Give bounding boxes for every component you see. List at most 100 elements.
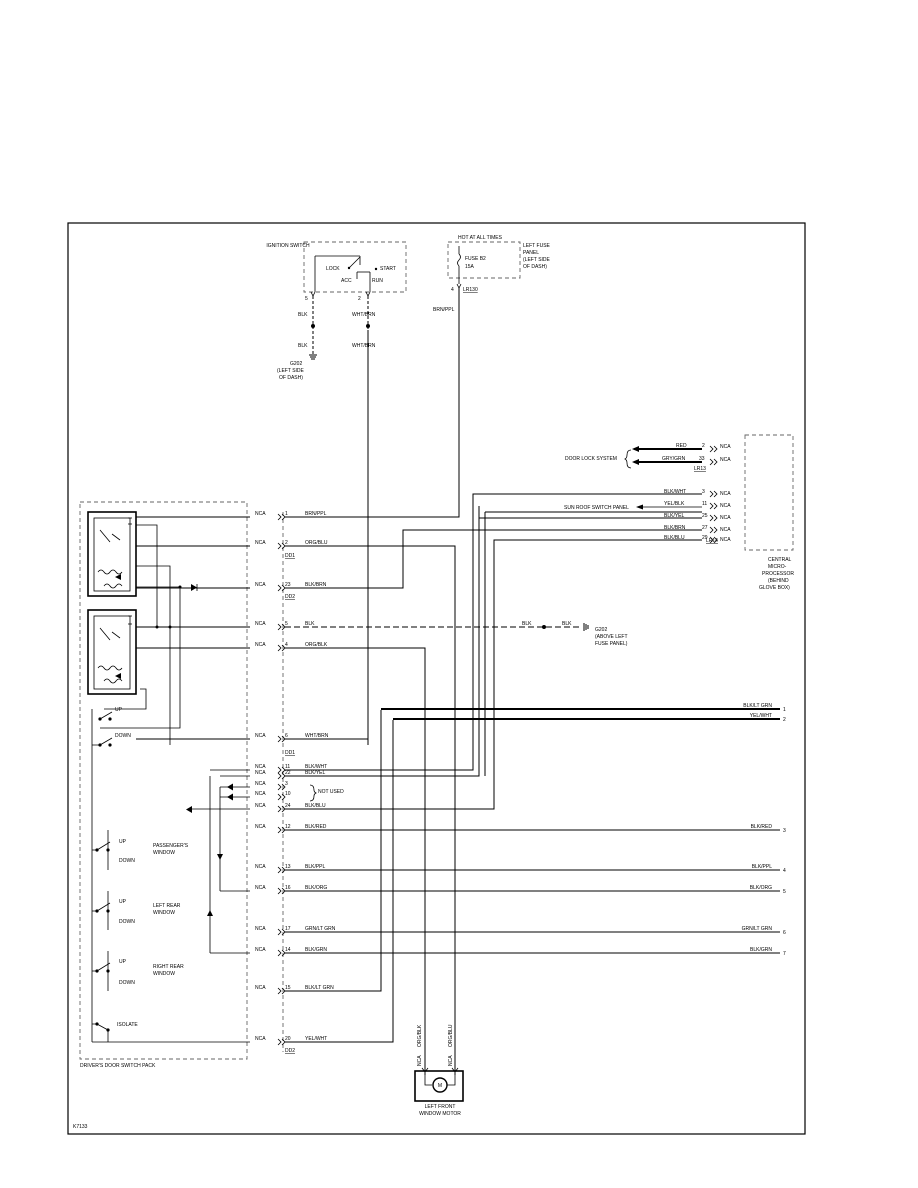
switch-pin-conn: NCA [255, 926, 266, 932]
g202-above-2: (ABOVE LEFT [595, 634, 628, 640]
switch-pin-wire: WHT/BRN [305, 733, 329, 739]
switch-pin-conn: NCA [255, 985, 266, 991]
hot-at-all-times-label: HOT AT ALL TIMES [458, 235, 503, 241]
cmp-row-conn: NCA [720, 491, 731, 497]
cmp-label-4: (BEHIND [768, 578, 789, 584]
switch-pin-wire: BLK [305, 621, 315, 627]
cmp-label-5: GLOVE BOX) [759, 585, 790, 591]
switch-pin-connector-icon [277, 928, 286, 936]
left-rear-window-label-1: LEFT REAR [153, 903, 181, 909]
cmp-row-pin: 3 [702, 489, 705, 495]
blk-ground-label-2: BLK [562, 621, 572, 627]
cmp-row-conn: NCA [720, 503, 731, 509]
right-exit-wire: BLK/RED [751, 824, 773, 830]
driver-down-label: DOWN [115, 733, 131, 739]
ign-start-label: START [380, 266, 396, 272]
switch-pin-connector-icon [277, 826, 286, 834]
motor-conn-1: NCA [417, 1055, 423, 1066]
driver-window-switch[interactable]: UP DOWN [98, 707, 131, 747]
g202-left-2: (LEFT SIDE [277, 368, 305, 374]
motor-label-2: WINDOW MOTOR [419, 1111, 461, 1117]
ign-lock-label: LOCK [326, 266, 340, 272]
dl-pin-1: 33 [699, 456, 705, 462]
switch-pin-wire: BLK/WHT [305, 764, 327, 770]
switch-pin-connector-icon [277, 735, 286, 743]
switch-pin-wire: BLK/BRN [305, 582, 327, 588]
passenger-window-switch[interactable]: UP DOWN PASSENGER'S WINDOW [95, 839, 189, 864]
switch-pin-number: 12 [285, 824, 291, 830]
switch-pin-number: 6 [285, 733, 288, 739]
isolate-switch[interactable]: ISOLATE [95, 1022, 138, 1032]
fuse-pin: 4 [451, 287, 454, 293]
left-rear-up-label: UP [119, 899, 127, 905]
right-exit-wire: BLK/PPL [752, 864, 773, 870]
left-rear-down-label: DOWN [119, 919, 135, 925]
switch-pin-wire: BLK/GRN [305, 947, 327, 953]
switch-pin-connector-icon [277, 1038, 286, 1046]
cmp-row-wire: BLK/BLU [664, 535, 685, 541]
g202-above-3: FUSE PANEL) [595, 641, 628, 647]
drivers-door-switch-pack: DRIVER'S DOOR SWITCH PACK UP DOWN [79, 501, 344, 1069]
switch-pin-connector-icon [277, 866, 286, 874]
switch-pin-wire: ORG/BLK [305, 642, 328, 648]
right-rear-up-label: UP [119, 959, 127, 965]
passenger-window-label-2: WINDOW [153, 850, 175, 856]
switch-pack-label: DRIVER'S DOOR SWITCH PACK [80, 1063, 156, 1069]
switch-pin-conn: NCA [255, 642, 266, 648]
g202-left-1: G202 [290, 361, 302, 367]
not-used-label: NOT USED [318, 789, 344, 795]
driver-up-label: UP [115, 707, 123, 713]
dl-conn-0: NCA [720, 444, 731, 450]
door-lock-system: DOOR LOCK SYSTEM RED GRY/GRN 2 33 NCA NC… [565, 443, 731, 472]
cmp-row-wire: YEL/BLK [664, 501, 685, 507]
cmp-row-pin: 29 [702, 535, 708, 541]
switch-pin-number: 5 [285, 621, 288, 627]
dl-conn-1: NCA [720, 457, 731, 463]
switch-pin-number: 10 [285, 791, 291, 797]
motor-conn-2: NCA [448, 1055, 454, 1066]
cmp-row-wire: BLK/YEL [664, 513, 685, 519]
ign-wire-blk-2: BLK [298, 343, 308, 349]
right-exit-wire: BLK/ORG [750, 885, 772, 891]
cmp-row-connector-icon [709, 490, 718, 498]
ign-pin-2: 2 [358, 296, 361, 302]
switch-pin-wire: BLK/RED [305, 824, 327, 830]
blk-ground-label-1: BLK [522, 621, 532, 627]
switch-pin-number: 17 [285, 926, 291, 932]
ign-acc-label: ACC [341, 278, 352, 284]
left-front-window-motor: ORG/BLK ORG/BLU NCA NCA M LEFT FRONT WIN… [414, 1024, 464, 1117]
switch-pin-conn: NCA [255, 770, 266, 776]
left-fuse-panel-3: (LEFT SIDE [523, 257, 551, 263]
cmp-row-connector-icon [709, 526, 718, 534]
sunroof-label: SUN ROOF SWITCH PANEL [564, 505, 629, 511]
fuse-label: FUSE B2 [465, 256, 486, 262]
cmp-row-connector-icon [709, 514, 718, 522]
switch-pin-wire: BRN/PPL [305, 511, 327, 517]
right-rear-window-switch[interactable]: UP DOWN RIGHT REAR WINDOW [95, 959, 184, 986]
right-exit-wire: GRN/LT GRN [742, 926, 773, 932]
switch-pin-wire: YEL/WHT [305, 1036, 327, 1042]
dl-connector-tag: LR13 [694, 466, 706, 472]
diagram-frame [67, 222, 806, 1135]
left-fuse-panel-4: OF DASH) [523, 264, 547, 270]
cmp-row-wire: BLK/BRN [664, 525, 686, 531]
switch-pin-wire: BLK/ORG [305, 885, 327, 891]
right-exit-number: 7 [783, 951, 786, 957]
right-exit-wire: YEL/WHT [750, 713, 772, 719]
right-exit-number: 4 [783, 868, 786, 874]
switch-pin-number: 14 [285, 947, 291, 953]
switch-pin-conn: NCA [255, 764, 266, 770]
switch-pin-wire: BLK/LT GRN [305, 985, 334, 991]
cmp-row-conn: NCA [720, 527, 731, 533]
isolate-label: ISOLATE [117, 1022, 138, 1028]
fuse-amp-label: 15A [465, 264, 475, 270]
cmp-row-connector-icon [709, 536, 718, 544]
routing-wires [285, 493, 780, 1075]
fuse-panel: HOT AT ALL TIMES LEFT FUSE PANEL (LEFT S… [285, 235, 551, 518]
fuse-connector-tag: LR130 [463, 287, 478, 293]
cmp-row-pin: 11 [702, 501, 707, 507]
switch-pin-number: 3 [285, 781, 288, 787]
switch-pin-wire: BLK/YEL [305, 770, 326, 776]
right-exit-number: 6 [783, 930, 786, 936]
